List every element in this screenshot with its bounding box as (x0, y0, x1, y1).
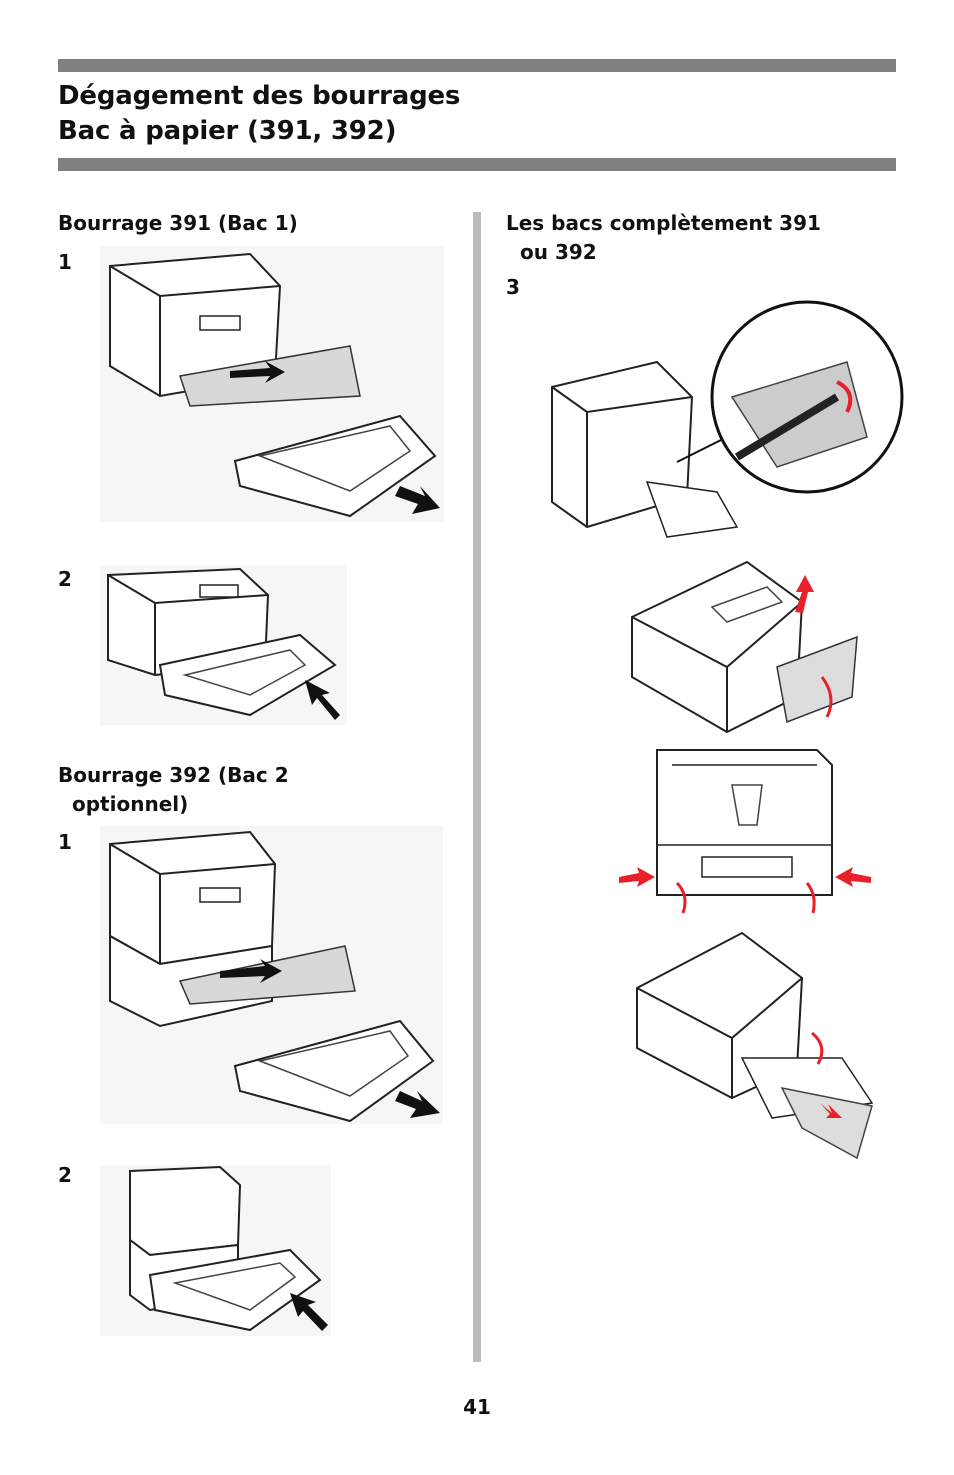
illustration-391-step1 (100, 246, 444, 522)
step-number: 1 (58, 830, 72, 854)
page-title-line2: Bac à papier (391, 392) (58, 116, 397, 146)
illustration-release-latches (617, 745, 873, 920)
step-number: 2 (58, 1163, 72, 1187)
header-rule-top (58, 59, 896, 72)
illustration-remove-paper-top (627, 557, 860, 734)
page-title-line1: Dégagement des bourrages (58, 81, 461, 111)
illustration-392-step1 (100, 826, 443, 1124)
step-number: 3 (506, 275, 520, 299)
illustration-pull-paper-out (632, 928, 902, 1160)
page-number: 41 (463, 1395, 491, 1419)
header-rule-bottom (58, 158, 896, 171)
section-heading-both-line2: ou 392 (520, 240, 597, 264)
section-heading-both-line1: Les bacs complètement 391 (506, 211, 821, 235)
illustration-392-step2 (100, 1165, 331, 1336)
section-heading-391: Bourrage 391 (Bac 1) (58, 211, 298, 235)
step-number: 1 (58, 250, 72, 274)
step-number: 2 (58, 567, 72, 591)
illustration-391-step2 (100, 565, 347, 725)
illustration-open-side-cover-detail (547, 287, 904, 540)
column-divider (473, 212, 481, 1362)
section-heading-392-line2: optionnel) (72, 792, 189, 816)
section-heading-392-line1: Bourrage 392 (Bac 2 (58, 763, 289, 787)
